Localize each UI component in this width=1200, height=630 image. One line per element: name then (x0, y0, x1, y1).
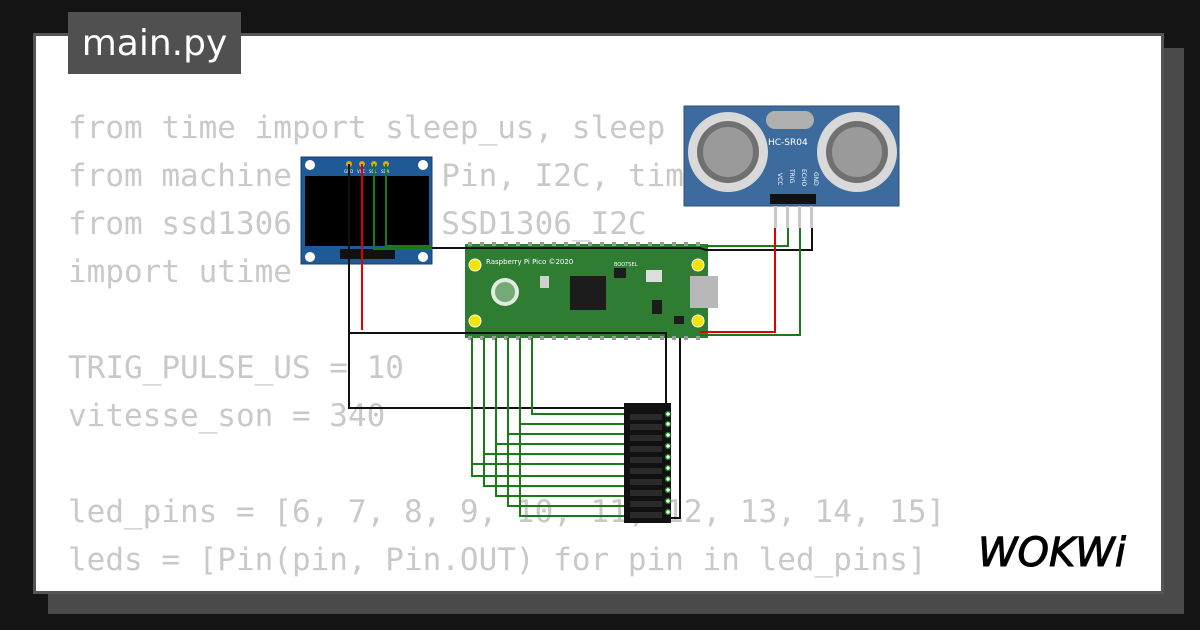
wokwi-logo[interactable]: WOKWi (976, 526, 1152, 578)
wokwi-logo-text: WOKWi (978, 530, 1126, 576)
ultrasonic-sensor[interactable]: HC-SR04 VCC TRIG ECHO GND (683, 105, 900, 228)
sensor-pin-label: VCC (776, 173, 783, 185)
led-pins (664, 410, 672, 516)
sensor-label: HC-SR04 (768, 138, 808, 148)
pico-label: Raspberry Pi Pico ©2020 (486, 258, 573, 266)
sensor-pin-label: ECHO (800, 169, 807, 186)
code-line: from time import sleep_us, sleep (68, 110, 666, 146)
file-tab[interactable]: main.py (68, 12, 241, 74)
oled-display[interactable]: GND VCC SCL SDA (300, 156, 433, 265)
code-line: vitesse_son = 340 (68, 398, 386, 434)
code-line: TRIG_PULSE_US = 10 (68, 350, 404, 386)
pico-board[interactable]: Raspberry Pi Pico ©2020 BOOTSEL (465, 242, 718, 340)
bootsel-label: BOOTSEL (614, 262, 638, 268)
sensor-pin-label: GND (812, 172, 819, 186)
led-bar-graph[interactable] (624, 403, 671, 523)
code-line: led_pins = [6, 7, 8, 9, 10, 11, 12, 13, … (68, 494, 946, 530)
wires (348, 164, 813, 519)
code-line: leds = [Pin(pin, Pin.OUT) for pin in led… (68, 542, 927, 578)
code-line: import utime (68, 254, 292, 290)
sensor-pin-label: TRIG (788, 168, 795, 184)
